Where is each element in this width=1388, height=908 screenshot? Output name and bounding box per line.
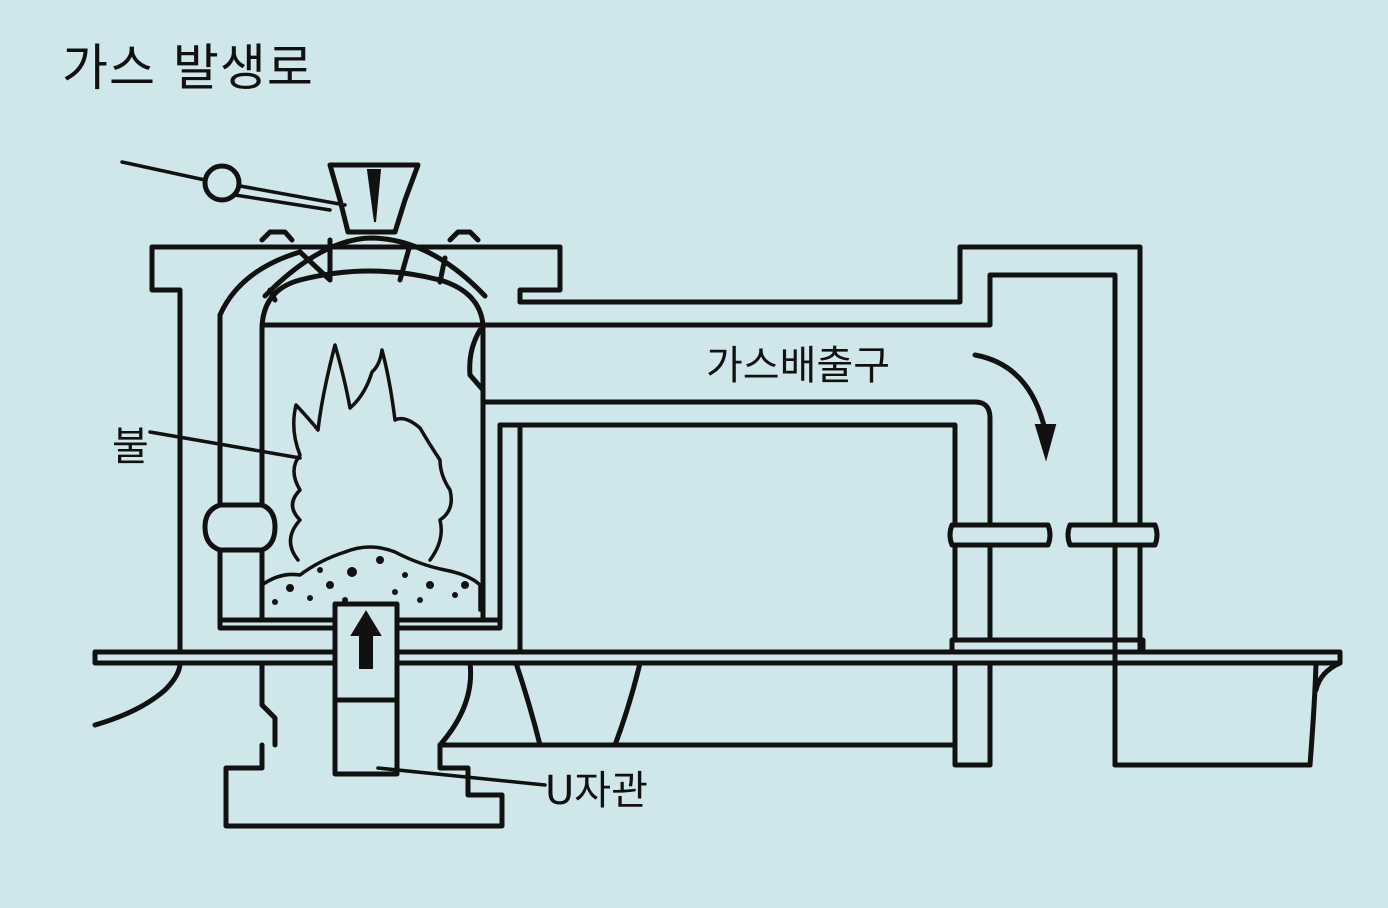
lever-arm [120, 160, 347, 212]
coal-particles [272, 556, 469, 605]
base-foundation [223, 742, 505, 829]
flame [288, 343, 453, 562]
left-support [92, 660, 183, 728]
diagram-title: 가스 발생로 [62, 39, 314, 97]
right-trough [1112, 660, 1319, 768]
up-arrow [350, 610, 382, 669]
gas-duct-upper [480, 272, 1118, 768]
gas-duct-lower [480, 399, 993, 528]
counterweight [202, 163, 242, 203]
furnace-chamber [217, 322, 503, 631]
furnace-dome [259, 268, 486, 333]
u-tube-label: U자관 [545, 768, 648, 814]
pipe-leg-left [952, 542, 993, 768]
gas-outlet-arrow [972, 352, 1048, 433]
pipe-flange-left [947, 522, 1053, 548]
fuel-bed [260, 545, 482, 612]
furnace-wall-left [217, 249, 303, 623]
pipe-flange-right [1065, 522, 1160, 548]
fire-label: 불 [112, 424, 149, 470]
gas-outlet-label: 가스배출구 [706, 343, 890, 389]
u-tube-leader-line [376, 766, 547, 787]
fire-leader-line [148, 430, 302, 460]
